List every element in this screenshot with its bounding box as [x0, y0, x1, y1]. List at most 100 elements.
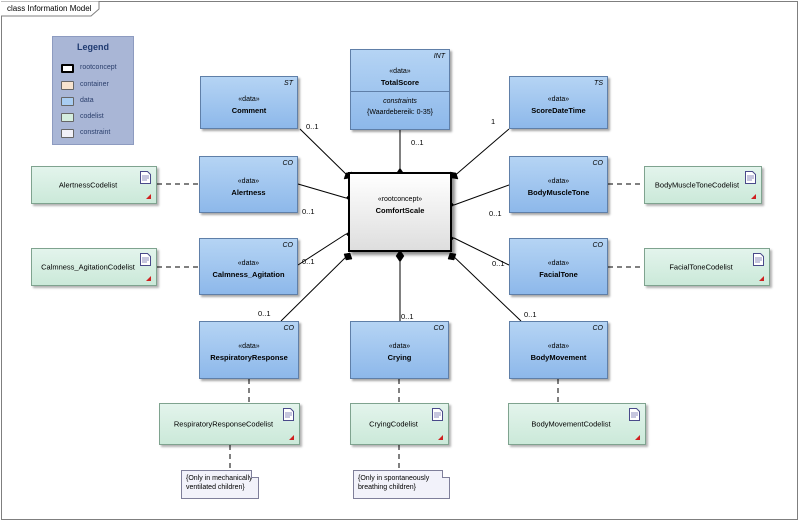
stereotype-label: «data»	[237, 178, 260, 185]
class-name: Alertness	[231, 188, 266, 197]
legend-label: codelist	[80, 113, 104, 120]
stereotype-label: «data»	[547, 343, 570, 350]
stereotype-label: «data»	[547, 178, 570, 185]
marker-icon	[751, 194, 756, 199]
codelist-name: RespiratoryResponseCodelist	[173, 419, 274, 429]
codelist-calmness-agitation[interactable]: Calmness_AgitationCodelist	[31, 248, 157, 286]
class-alertness[interactable]: CO «data» Alertness	[199, 156, 298, 213]
legend-swatch	[61, 129, 74, 138]
class-name: BodyMuscleTone	[527, 188, 590, 197]
class-comfortscale[interactable]: «rootconcept» ComfortScale	[348, 172, 452, 252]
assoc-respiratory	[280, 252, 351, 322]
stereotype-label: «data»	[547, 260, 570, 267]
class-calmness-agitation[interactable]: CO «data» Calmness_Agitation	[199, 238, 298, 295]
marker-icon	[438, 435, 443, 440]
marker-icon	[759, 276, 764, 281]
codelist-name: FacialToneCodelist	[669, 262, 733, 272]
stereotype-label: «data»	[547, 96, 570, 103]
frame-title: class Information Model	[7, 4, 92, 13]
codelist-name: Calmness_AgitationCodelist	[41, 262, 135, 272]
codelist-respiratoryresponse[interactable]: RespiratoryResponseCodelist	[159, 403, 300, 445]
document-icon	[629, 408, 640, 421]
codelist-crying[interactable]: CryingCodelist	[350, 403, 449, 445]
multiplicity-alertness: 0..1	[302, 207, 315, 216]
assoc-facialtone	[453, 237, 510, 266]
class-respiratoryresponse[interactable]: CO «data» RespiratoryResponse	[199, 321, 299, 379]
type-tag: INT	[433, 53, 445, 60]
stereotype-label: «data»	[237, 260, 260, 267]
legend-item-codelist: codelist	[61, 112, 133, 124]
assoc-comment	[299, 128, 351, 179]
multiplicity-crying: 0..1	[401, 312, 414, 321]
type-tag: CO	[592, 242, 604, 249]
legend-item-rootconcept: rootconcept	[61, 63, 133, 75]
marker-icon	[146, 276, 151, 281]
assoc-bodymovement	[449, 252, 522, 322]
class-name: Crying	[387, 353, 412, 362]
codelist-name: BodyMovementCodelist	[531, 419, 611, 429]
note-text: {Only in mechanically ventilated childre…	[186, 475, 253, 491]
document-icon	[283, 408, 294, 421]
class-comment[interactable]: ST «data» Comment	[200, 76, 298, 129]
class-name: RespiratoryResponse	[210, 353, 288, 362]
note-text: {Only in spontaneously breathing childre…	[358, 475, 430, 491]
stereotype-label: «data»	[238, 343, 260, 350]
aggregation-diamond	[447, 252, 457, 261]
codelist-bodymuscletone[interactable]: BodyMuscleToneCodelist	[644, 166, 762, 204]
multiplicity-bodymuscletone: 0..1	[489, 209, 502, 218]
multiplicity-facialtone: 0..1	[492, 259, 505, 268]
type-tag: CO	[592, 160, 604, 167]
constraint-value: {Waardebereik: 0-35}	[367, 109, 433, 116]
type-tag: CO	[592, 325, 604, 332]
class-name: Calmness_Agitation	[212, 270, 285, 279]
class-facialtone[interactable]: CO «data» FacialTone	[509, 238, 608, 295]
codelist-name: BodyMuscleToneCodelist	[654, 180, 740, 190]
document-icon	[432, 408, 443, 421]
legend-label: constraint	[80, 129, 111, 136]
constraint-note-crying[interactable]: {Only in spontaneously breathing childre…	[353, 470, 450, 499]
codelist-bodymovement[interactable]: BodyMovementCodelist	[508, 403, 646, 445]
legend-item-container: container	[61, 80, 133, 92]
legend: Legend rootconcept container data codeli…	[52, 36, 134, 145]
class-name: FacialTone	[539, 270, 578, 279]
document-icon	[745, 171, 756, 184]
stereotype-label: «data»	[388, 343, 411, 350]
codelist-alertness[interactable]: AlertnessCodelist	[31, 166, 157, 204]
note-fold	[251, 470, 259, 478]
assoc-calmness	[297, 233, 347, 266]
class-totalscore[interactable]: INT «data» TotalScore constraints {Waard…	[350, 49, 450, 130]
assoc-bodymuscletone	[453, 184, 510, 206]
document-icon	[753, 253, 764, 266]
codelist-name: CryingCodelist	[369, 419, 418, 429]
frame-title-tab	[1, 1, 100, 17]
type-tag: CO	[433, 325, 445, 332]
constraint-note-respiratory[interactable]: {Only in mechanically ventilated childre…	[181, 470, 259, 499]
class-bodymuscletone[interactable]: CO «data» BodyMuscleTone	[509, 156, 608, 213]
stereotype-label: «data»	[389, 68, 411, 75]
class-name: BodyMovement	[530, 353, 587, 362]
legend-swatch	[61, 113, 74, 122]
class-name: TotalScore	[380, 78, 420, 87]
assoc-alertness	[297, 183, 347, 199]
legend-swatch	[61, 64, 74, 73]
marker-icon	[635, 435, 640, 440]
assoc-scoredatetime	[451, 128, 510, 179]
class-name: Comment	[231, 106, 267, 115]
class-bodymovement[interactable]: CO «data» BodyMovement	[509, 321, 608, 379]
multiplicity-totalscore: 0..1	[411, 138, 424, 147]
class-crying[interactable]: CO «data» Crying	[350, 321, 449, 379]
class-scoredatetime[interactable]: TS «data» ScoreDateTime	[509, 76, 608, 129]
codelist-facialtone[interactable]: FacialToneCodelist	[644, 248, 770, 286]
legend-swatch	[61, 81, 74, 90]
type-tag: CO	[283, 325, 295, 332]
note-fold	[442, 470, 450, 478]
type-tag: CO	[282, 160, 294, 167]
legend-label: rootconcept	[80, 64, 117, 71]
aggregation-diamond	[343, 252, 353, 261]
document-icon	[140, 253, 151, 266]
stereotype-label: «data»	[238, 96, 260, 103]
type-tag: ST	[284, 80, 293, 87]
multiplicity-scoredatetime: 1	[491, 117, 496, 126]
document-icon	[140, 171, 151, 184]
